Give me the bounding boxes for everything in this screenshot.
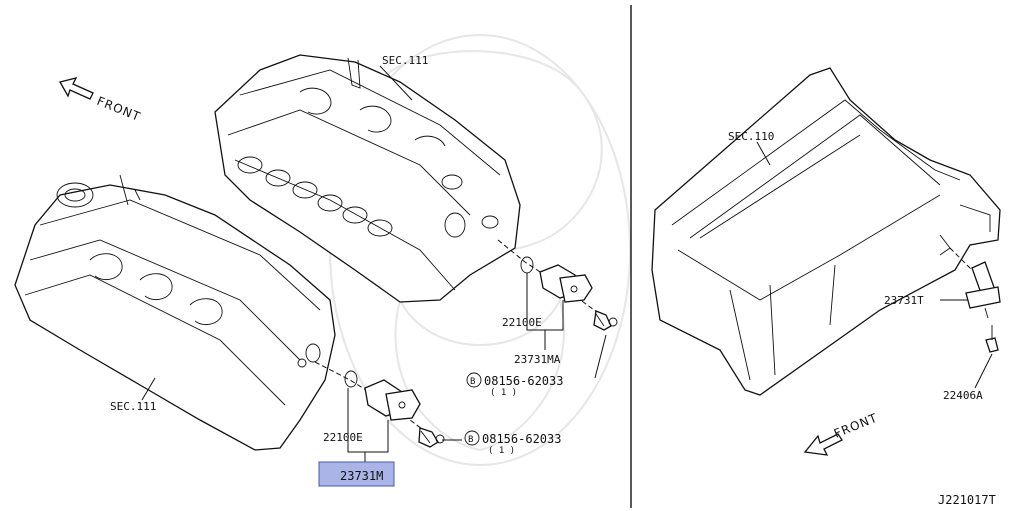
bolt-lower-label: 08156-62033 xyxy=(482,432,561,446)
oring-lower xyxy=(344,370,358,388)
sec111-upper-label: SEC.111 xyxy=(382,54,428,67)
bolt-lower-qty: ( 1 ) xyxy=(488,446,515,456)
svg-text:B: B xyxy=(468,435,473,445)
svg-text:B: B xyxy=(470,377,475,387)
leader-sec110 xyxy=(756,141,771,166)
leader-sec111-lower xyxy=(141,377,156,401)
front-label-right: FRONT xyxy=(832,411,880,441)
leader-bolt-upper xyxy=(594,334,607,379)
bolt-upper-label: 08156-62033 xyxy=(484,374,563,388)
dashed-path-crank xyxy=(949,247,973,271)
engine-block xyxy=(651,67,1001,396)
sec111-lower-label: SEC.111 xyxy=(110,400,156,413)
bolt-lower xyxy=(418,427,445,448)
cam-sensor-lower xyxy=(364,379,421,421)
sec110-label: SEC.110 xyxy=(728,130,774,143)
sensor-lower-label[interactable]: 23731M xyxy=(340,469,383,483)
cam-sensor-upper xyxy=(539,264,593,303)
sensor-lower-highlight[interactable] xyxy=(318,461,395,487)
front-label-left: FRONT xyxy=(95,94,143,124)
crank-bolt xyxy=(985,325,999,353)
bolt-upper xyxy=(593,310,618,331)
bolt-upper-qty: ( 1 ) xyxy=(490,388,517,398)
diagram-code: J221017T xyxy=(938,493,996,507)
leader-sec111-upper xyxy=(379,65,413,101)
bracket-lower xyxy=(347,388,389,453)
leader-crank-bolt xyxy=(974,353,993,389)
cylinder-head-upper xyxy=(214,54,521,303)
sensor-upper-label: 23731MA xyxy=(514,353,561,366)
dashed-path-upper xyxy=(497,239,606,319)
bolt-symbol-upper: B xyxy=(466,372,482,388)
oring-upper-label: 22100E xyxy=(502,316,542,329)
dashed-path-lower xyxy=(314,361,431,436)
oring-lower-label: 22100E xyxy=(323,431,363,444)
bolt-symbol-lower: B xyxy=(464,430,480,446)
crank-bolt-label: 22406A xyxy=(943,389,983,402)
oring-upper xyxy=(520,256,534,274)
front-arrow-left: FRONT xyxy=(59,77,143,124)
crank-sensor xyxy=(965,261,1001,319)
front-arrow-right: FRONT xyxy=(803,411,880,456)
crank-sensor-label: 23731T xyxy=(884,294,924,307)
cylinder-head-lower xyxy=(14,174,336,451)
